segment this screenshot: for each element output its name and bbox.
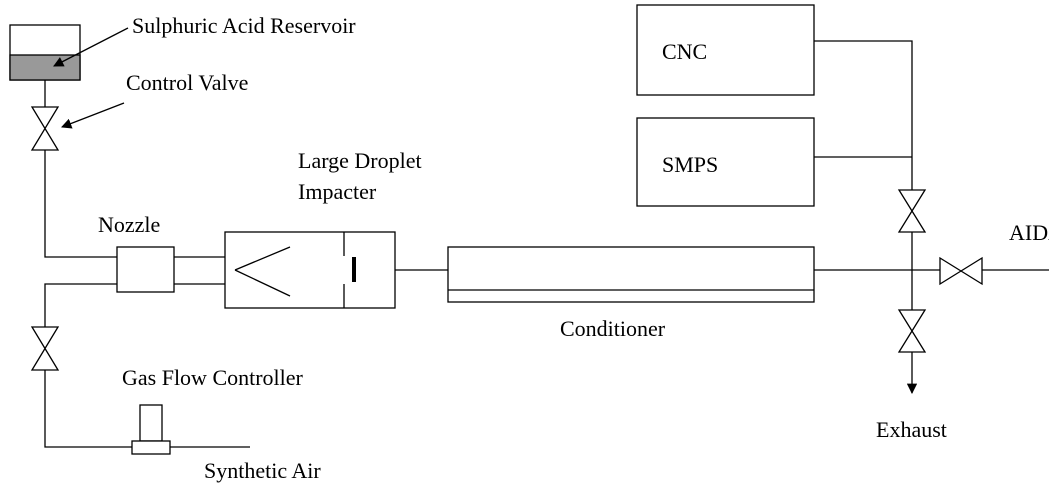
aida-valve [939,256,983,286]
reservoir-label: Sulphuric Acid Reservoir [132,13,356,38]
air-line-lower [44,370,250,448]
synthetic-air-label: Synthetic Air [204,458,321,483]
cnc-sample-line [814,40,913,190]
acid-feed-line [44,150,117,258]
conditioner [447,246,815,303]
impacter-label-line1: Large Droplet [298,148,422,173]
control-valve-label: Control Valve [126,70,248,95]
impacter-label-line2: Impacter [298,179,377,204]
conditioner-label: Conditioner [560,316,666,341]
control-valve-pointer [61,102,125,129]
exhaust-valve [897,309,927,353]
gas-flow-controller-label: Gas Flow Controller [122,365,304,390]
instrument-valve [897,189,927,233]
cnc-box [636,4,815,96]
gas-flow-controller [131,404,171,455]
nozzle-label: Nozzle [98,212,160,237]
air-feed-line [44,283,117,327]
reservoir-pointer [53,27,129,67]
acid-reservoir [9,24,81,81]
air-valve [30,326,60,371]
large-droplet-impacter [224,231,396,309]
control-valve [30,106,60,151]
exhaust-label: Exhaust [876,417,947,442]
cnc-label: CNC [662,39,707,64]
smps-label: SMPS [662,152,718,177]
smps-box [636,117,815,207]
aida-label: AIDA [1009,220,1049,245]
nozzle [116,246,175,293]
